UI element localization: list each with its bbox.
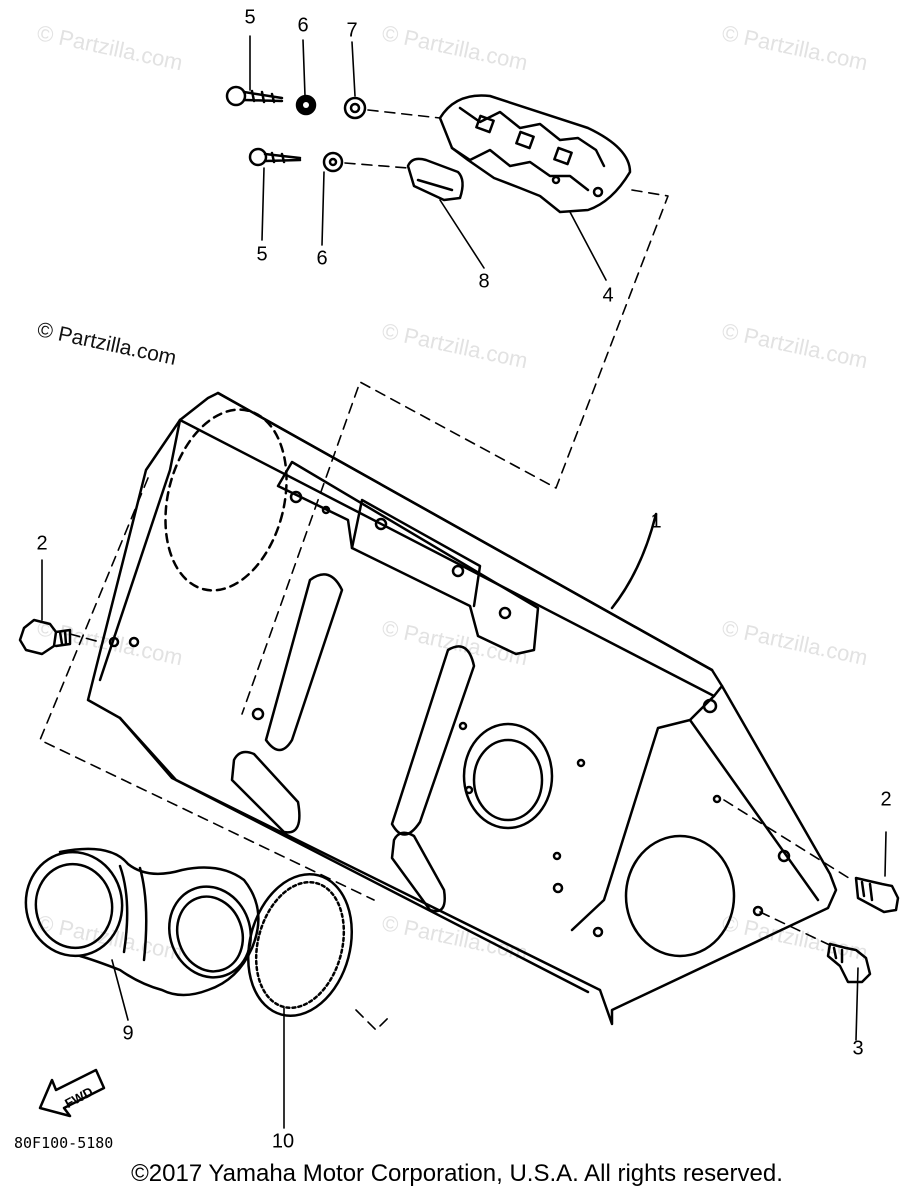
screw-top	[225, 85, 284, 107]
callout-10: 10	[271, 1130, 295, 1153]
callout-7: 7	[346, 19, 358, 42]
callout-1: 1	[650, 510, 662, 533]
callout-5-bottom: 5	[256, 243, 268, 266]
intake-duct	[24, 847, 260, 997]
fwd-arrow-icon	[38, 1068, 106, 1118]
callout-4: 4	[602, 284, 614, 307]
callout-6-bottom: 6	[316, 247, 328, 270]
callout-9: 9	[122, 1022, 134, 1045]
bolt-left	[18, 618, 72, 656]
copyright-notice: ©2017 Yamaha Motor Corporation, U.S.A. A…	[131, 1160, 783, 1187]
main-cover-plate	[86, 391, 838, 1026]
bolt-right-lower	[826, 942, 872, 984]
callout-8: 8	[478, 270, 490, 293]
callout-3: 3	[852, 1037, 864, 1060]
washer-mid	[322, 151, 344, 173]
diagram-code: 80F100-5180	[14, 1134, 114, 1152]
callout-6-top: 6	[297, 14, 309, 37]
callout-2-right: 2	[880, 788, 892, 811]
callout-2-left: 2	[36, 532, 48, 555]
callout-5-top: 5	[244, 6, 256, 29]
washer-top	[343, 96, 367, 120]
gasket-ring	[246, 873, 354, 1017]
nut-top	[295, 94, 317, 116]
clip-part	[406, 157, 464, 202]
terminal-block	[438, 94, 632, 214]
bolt-right-upper	[854, 876, 900, 914]
screw-mid	[248, 147, 302, 167]
